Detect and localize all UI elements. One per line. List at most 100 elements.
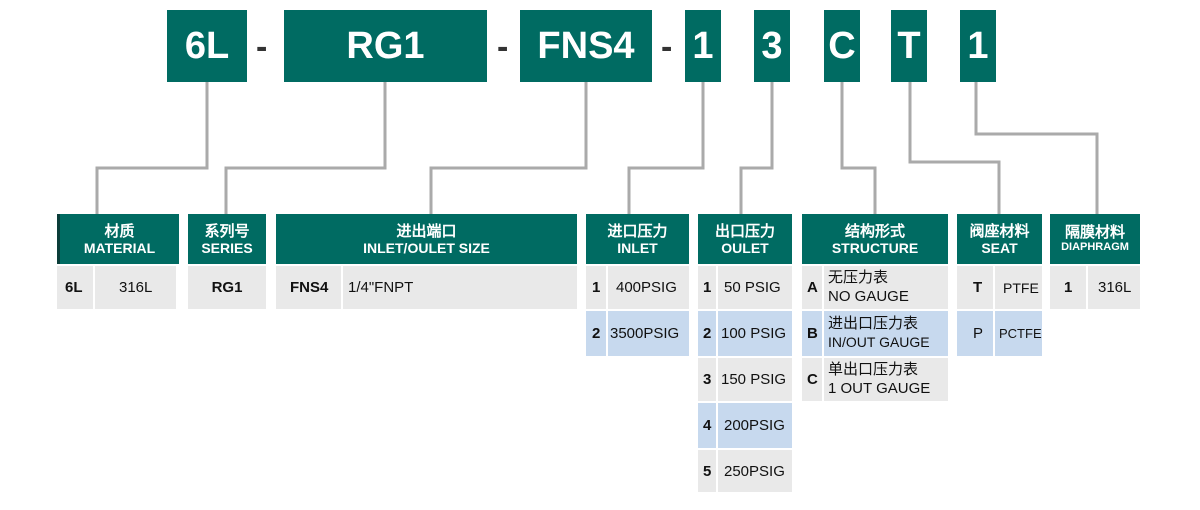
header-inlet: 进口压力 INLET	[586, 214, 689, 264]
row-code: 3	[703, 371, 712, 388]
connector-seat	[908, 82, 1001, 214]
row-code: RG1	[211, 279, 243, 296]
table-row: RG1	[188, 266, 266, 309]
code-segment-diaphragm: 1	[960, 10, 996, 82]
row-value: 400PSIG	[616, 279, 677, 296]
row-value: PCTFE	[999, 326, 1042, 341]
table-row: 2 3500PSIG	[586, 311, 689, 356]
table-row: A 无压力表 NO GAUGE	[802, 266, 948, 309]
row-value: 1/4"FNPT	[348, 279, 414, 296]
row-value: 316L	[119, 279, 153, 296]
row-value: 50 PSIG	[724, 279, 781, 296]
connector-diaphragm	[974, 82, 1099, 214]
row-value-zh: 无压力表	[828, 268, 889, 286]
table-row: 4 200PSIG	[698, 403, 792, 448]
code-segment-outlet: 3	[754, 10, 790, 82]
row-code: FNS4	[290, 279, 329, 296]
row-value-zh: 进出口压力表	[828, 314, 919, 332]
row-divider	[93, 266, 95, 309]
header-structure: 结构形式 STRUCTURE	[802, 214, 948, 264]
row-code: T	[973, 279, 983, 296]
row-code: 1	[592, 279, 601, 296]
table-row: 3 150 PSIG	[698, 358, 792, 401]
table-row: T PTFE	[957, 266, 1042, 309]
row-value: 200PSIG	[724, 417, 785, 434]
row-value-en: 1 OUT GAUGE	[828, 380, 931, 397]
header-seat-zh: 阀座材料	[969, 221, 1030, 240]
connector-material	[95, 82, 209, 214]
row-value: 250PSIG	[724, 462, 785, 480]
code-dash: -	[661, 28, 673, 66]
row-divider	[716, 450, 718, 492]
table-row: FNS4 1/4"FNPT	[276, 266, 577, 309]
code-segment-inlet: 1	[685, 10, 721, 82]
code-segment-series: RG1	[284, 10, 487, 82]
row-divider	[822, 311, 824, 356]
row-value: 单出口压力表 1 OUT GAUGE	[828, 360, 930, 398]
header-material: 材质 MATERIAL	[57, 214, 179, 264]
row-code: A	[807, 279, 818, 296]
connector-series	[224, 82, 387, 214]
row-divider	[606, 266, 608, 309]
header-outlet-zh: 出口压力	[714, 221, 775, 240]
header-structure-zh: 结构形式	[844, 221, 905, 240]
row-divider	[716, 266, 718, 309]
row-value-zh: 单出口压力表	[828, 360, 919, 378]
code-segment-material: 6L	[167, 10, 247, 82]
row-divider	[993, 311, 995, 356]
row-code: 1	[1064, 279, 1073, 296]
row-divider	[822, 266, 824, 309]
code-segment-structure: C	[824, 10, 860, 82]
code-segment-seat: T	[891, 10, 927, 82]
connector-structure	[840, 82, 877, 214]
header-size-zh: 进出端口	[396, 221, 457, 240]
connector-outlet	[739, 82, 774, 214]
row-value: 无压力表 NO GAUGE	[828, 268, 909, 306]
table-row: B 进出口压力表 IN/OUT GAUGE	[802, 311, 948, 356]
table-row: 6L 316L	[57, 266, 176, 309]
row-divider	[822, 358, 824, 401]
header-inlet-zh: 进口压力	[607, 221, 668, 240]
header-inlet-en: INLET	[617, 239, 658, 256]
row-value-en: IN/OUT GAUGE	[828, 334, 930, 350]
row-divider	[716, 358, 718, 401]
code-dash: -	[497, 28, 509, 66]
table-row: 2 100 PSIG	[698, 311, 792, 356]
header-series-zh: 系列号	[204, 221, 250, 240]
row-value: 150 PSIG	[721, 371, 787, 388]
row-divider	[606, 311, 608, 356]
table-row: 1 50 PSIG	[698, 266, 792, 309]
row-divider	[993, 266, 995, 309]
row-code: 2	[592, 325, 601, 342]
connector-inlet	[627, 82, 705, 214]
table-row: P PCTFE	[957, 311, 1042, 356]
row-divider	[716, 311, 718, 356]
header-series-en: SERIES	[201, 239, 253, 256]
row-value: 100 PSIG	[721, 325, 787, 342]
row-code: P	[973, 325, 984, 342]
row-code: 2	[703, 325, 712, 342]
row-code: C	[807, 371, 818, 388]
header-outlet-en: OULET	[721, 239, 769, 256]
row-divider	[341, 266, 343, 309]
table-row: C 单出口压力表 1 OUT GAUGE	[802, 358, 948, 401]
table-row: 1 316L	[1050, 266, 1140, 309]
row-value-en: NO GAUGE	[828, 288, 909, 305]
header-size: 进出端口 INLET/OULET SIZE	[276, 214, 577, 264]
row-code: 1	[703, 279, 712, 296]
header-diaphragm: 隔膜材料 DIAPHRAGM	[1050, 214, 1140, 264]
header-diaphragm-zh: 隔膜材料	[1064, 223, 1125, 242]
row-divider	[716, 403, 718, 448]
row-value: 316L	[1098, 279, 1132, 296]
row-code: 4	[703, 417, 712, 434]
row-value: PTFE	[1003, 279, 1039, 296]
header-seat-en: SEAT	[981, 239, 1018, 256]
header-series: 系列号 SERIES	[188, 214, 266, 264]
connector-size	[429, 82, 588, 214]
header-size-en: INLET/OULET SIZE	[363, 239, 490, 256]
header-seat: 阀座材料 SEAT	[957, 214, 1042, 264]
row-value: 进出口压力表 IN/OUT GAUGE	[828, 314, 930, 352]
table-row: 5 250PSIG	[698, 450, 792, 492]
header-structure-en: STRUCTURE	[831, 239, 919, 256]
